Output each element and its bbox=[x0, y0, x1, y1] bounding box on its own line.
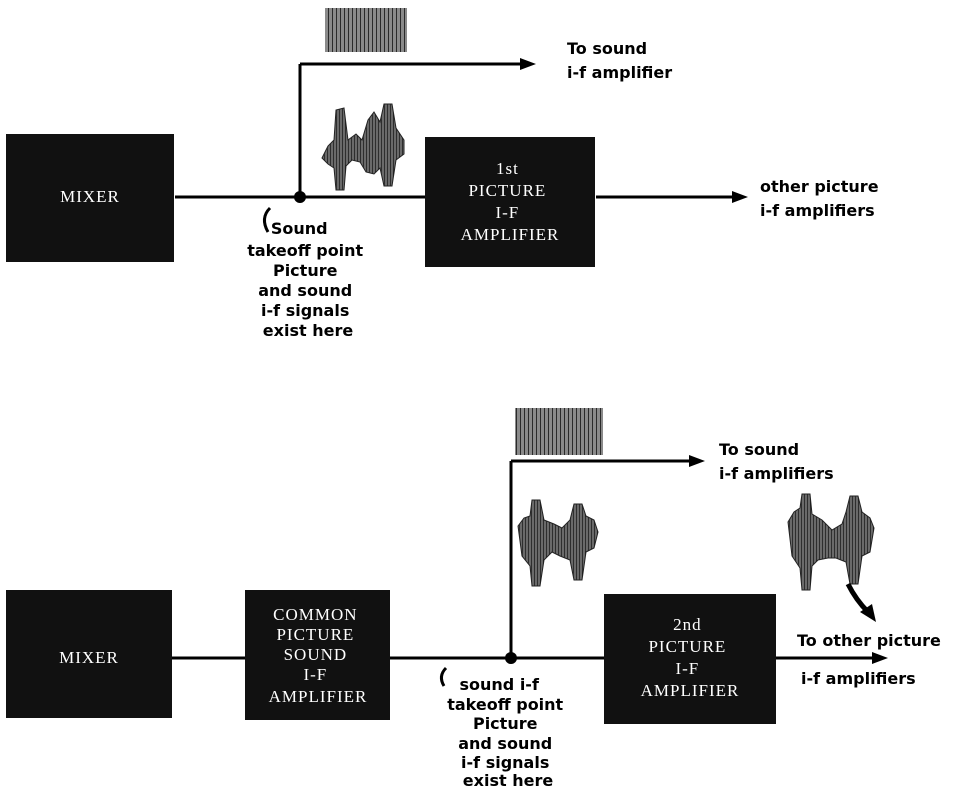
arrowhead-other-picture bbox=[872, 652, 888, 664]
takeoff-junction-dot bbox=[505, 652, 517, 664]
to-sound-if-amplifier-label: To sound i-f amplifier bbox=[567, 39, 672, 82]
mixer-block bbox=[6, 134, 174, 262]
mixer-block bbox=[6, 590, 172, 718]
arrowhead-other-picture bbox=[732, 191, 748, 203]
common-picture-sound-if-amplifier-label: COMMON PICTURE SOUND I-F AMPLIFIER bbox=[269, 605, 368, 706]
first-picture-if-amplifier-block bbox=[425, 137, 595, 267]
sound-if-waveform-image bbox=[325, 8, 407, 52]
first-picture-if-amplifier-label: 1st PICTURE I-F AMPLIFIER bbox=[461, 159, 560, 244]
picture-and-sound-waveform-image bbox=[517, 499, 599, 587]
mixer-label: MIXER bbox=[59, 648, 119, 667]
second-picture-if-amplifier-block bbox=[604, 594, 776, 724]
arrowhead-to-sound bbox=[520, 58, 536, 70]
sound-takeoff-point-note: Sound takeoff point Picture and sound i-… bbox=[247, 219, 369, 340]
bottom-diagram: MIXER COMMON PICTURE SOUND I-F AMPLIFIER… bbox=[6, 408, 946, 790]
other-picture-if-amplifiers-label: other picture i-f amplifiers bbox=[760, 177, 884, 220]
picture-and-sound-waveform-image bbox=[321, 103, 405, 191]
takeoff-curved-arrow-icon bbox=[263, 206, 272, 233]
to-sound-if-amplifiers-label: To sound i-f amplifiers bbox=[719, 440, 834, 483]
takeoff-curved-arrow-icon bbox=[439, 666, 448, 687]
takeoff-junction-dot bbox=[294, 191, 306, 203]
picture-signal-pointer-arrowhead bbox=[860, 604, 876, 622]
mixer-label: MIXER bbox=[60, 187, 120, 206]
second-picture-if-amplifier-label: 2nd PICTURE I-F AMPLIFIER bbox=[641, 615, 740, 700]
picture-signal-waveform-image bbox=[787, 493, 875, 591]
common-picture-sound-if-amplifier-block bbox=[245, 590, 390, 720]
arrowhead-to-sound bbox=[689, 455, 705, 467]
picture-signal-pointer-arrow-icon bbox=[845, 582, 870, 614]
sound-if-takeoff-point-note: sound i-f takeoff point Picture and soun… bbox=[447, 675, 569, 790]
to-other-picture-if-amplifiers-label: To other picture i-f amplifiers bbox=[797, 631, 946, 688]
sound-if-waveform-image bbox=[515, 408, 603, 455]
top-diagram: MIXER 1st PICTURE I-F AMPLIFIER To sound… bbox=[6, 8, 884, 340]
